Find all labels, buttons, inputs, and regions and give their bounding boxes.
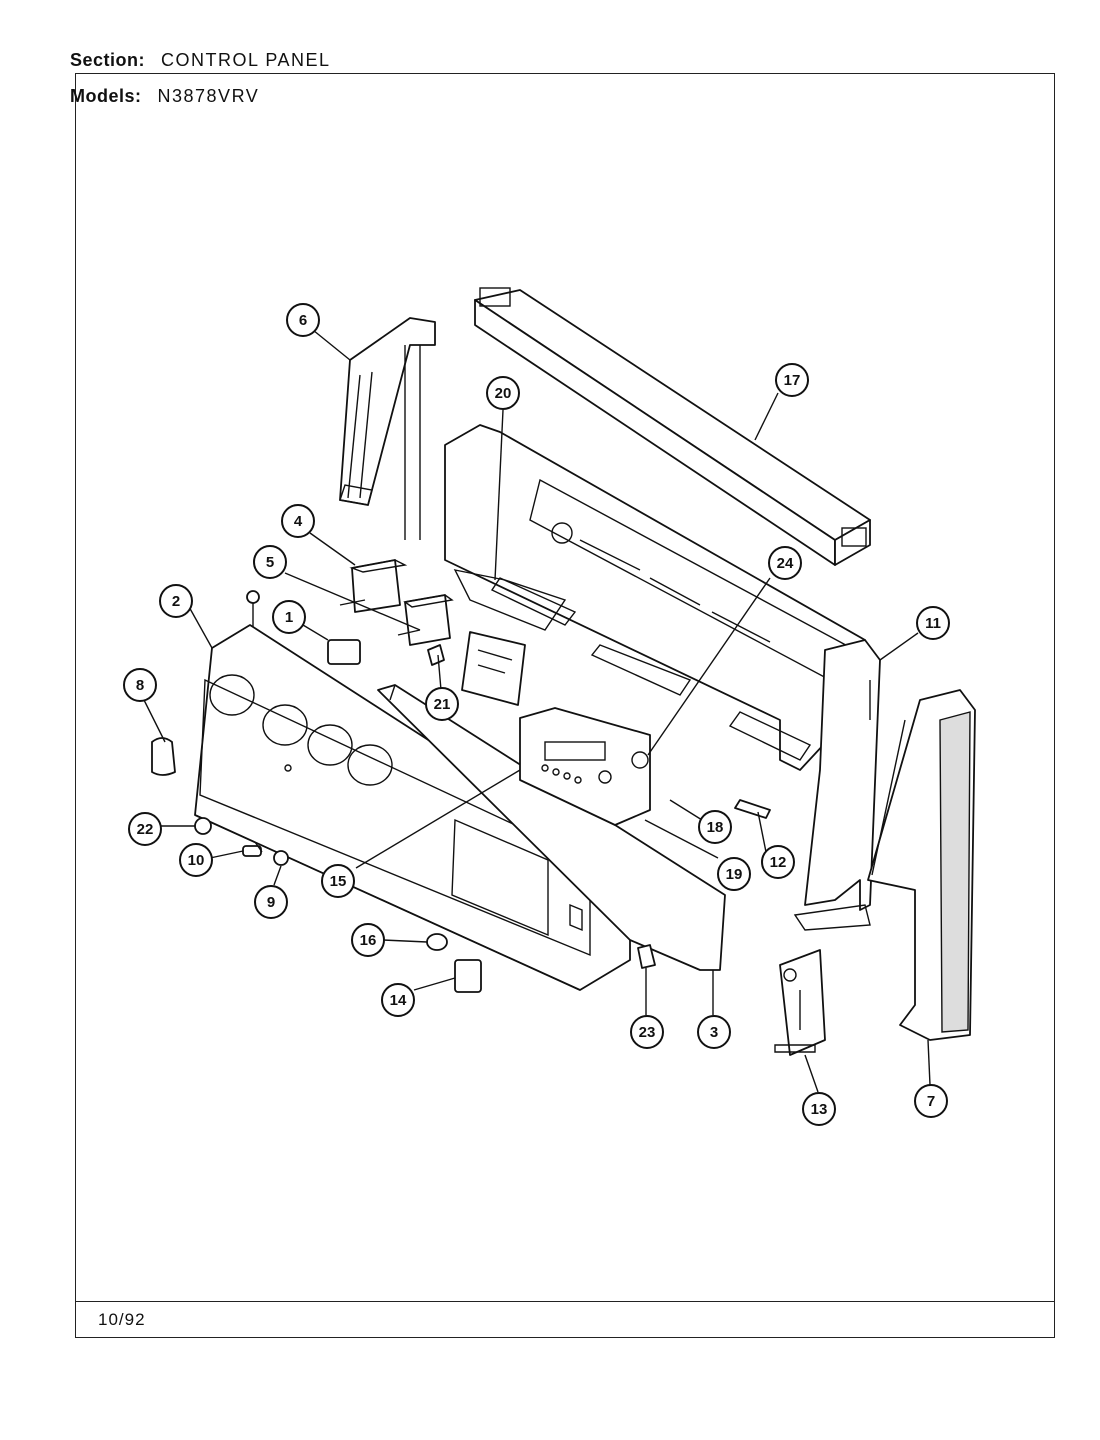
part-17-top-rail [474,287,871,566]
callout-24: 24 [768,546,802,580]
part-7-right-end-trim [867,689,976,1041]
part-12-bracket [734,799,771,819]
part-9-nut [273,850,289,866]
callout-21-label: 21 [434,696,451,713]
callout-19-label: 19 [726,866,743,883]
callout-12-label: 12 [770,854,787,871]
leader-lines [143,325,931,1093]
part-20-board [461,631,526,706]
callout-14-label: 14 [390,992,407,1009]
callout-5: 5 [253,545,287,579]
callout-15: 15 [321,864,355,898]
callout-2: 2 [159,584,193,618]
callout-10-label: 10 [188,852,205,869]
part-13-bracket [774,949,826,1056]
section-header: Section: CONTROL PANEL [70,50,331,71]
part-14-switch [454,959,482,993]
callout-2-label: 2 [172,593,180,610]
footer-date: 10/92 [98,1310,146,1329]
callout-23-label: 23 [639,1024,656,1041]
callout-11: 11 [916,606,950,640]
part-23-clip [637,944,656,969]
part-11-right-side-bracket [793,639,881,931]
callout-4: 4 [281,504,315,538]
callout-1: 1 [272,600,306,634]
part-2-control-panel [194,624,631,991]
callout-6: 6 [286,303,320,337]
callout-8: 8 [123,668,157,702]
part-6-left-end-trim [339,317,436,540]
models-value: N3878VRV [157,86,260,106]
part-4-switch [339,559,408,613]
callout-8-label: 8 [136,677,144,694]
part-22-light [194,817,212,835]
models-header: Models: N3878VRV [70,86,259,107]
callout-18: 18 [698,810,732,844]
callout-7-label: 7 [927,1093,935,1110]
section-label: Section: [70,50,146,70]
part-1-knob-insert [327,639,361,665]
diagram-frame: 10/92 [75,73,1055,1338]
callout-1-label: 1 [285,609,293,626]
callout-3: 3 [697,1015,731,1049]
callout-20-label: 20 [495,385,512,402]
callout-11-label: 11 [925,615,941,632]
callout-22-label: 22 [137,821,154,838]
part-21-clip [427,644,445,666]
callout-23: 23 [630,1015,664,1049]
section-value: CONTROL PANEL [161,50,331,70]
callout-16: 16 [351,923,385,957]
callout-13-label: 13 [811,1101,828,1118]
callout-16-label: 16 [360,932,377,949]
callout-7: 7 [914,1084,948,1118]
panel-screw [246,590,260,628]
footer-divider [76,1301,1054,1302]
callout-20: 20 [486,376,520,410]
callout-6-label: 6 [299,312,307,329]
callout-24-label: 24 [777,555,794,572]
callout-12: 12 [761,845,795,879]
callout-19: 19 [717,857,751,891]
callout-10: 10 [179,843,213,877]
callout-4-label: 4 [294,513,303,530]
callout-3-label: 3 [710,1024,718,1041]
part-3-lower-trim [377,684,726,971]
callout-18-label: 18 [707,819,724,836]
callout-5-label: 5 [266,554,274,571]
callout-17: 17 [775,363,809,397]
callout-13: 13 [802,1092,836,1126]
callout-22: 22 [128,812,162,846]
part-15-clock-display [519,707,651,826]
callout-9: 9 [254,885,288,919]
callout-9-label: 9 [267,894,275,911]
callout-17-label: 17 [784,372,801,389]
models-label: Models: [70,86,142,106]
part-5-switch [397,594,454,646]
part-16-knob [426,933,448,951]
part-8-knob [151,737,176,776]
callout-14: 14 [381,983,415,1017]
callout-15-label: 15 [330,873,347,890]
callout-21: 21 [425,687,459,721]
